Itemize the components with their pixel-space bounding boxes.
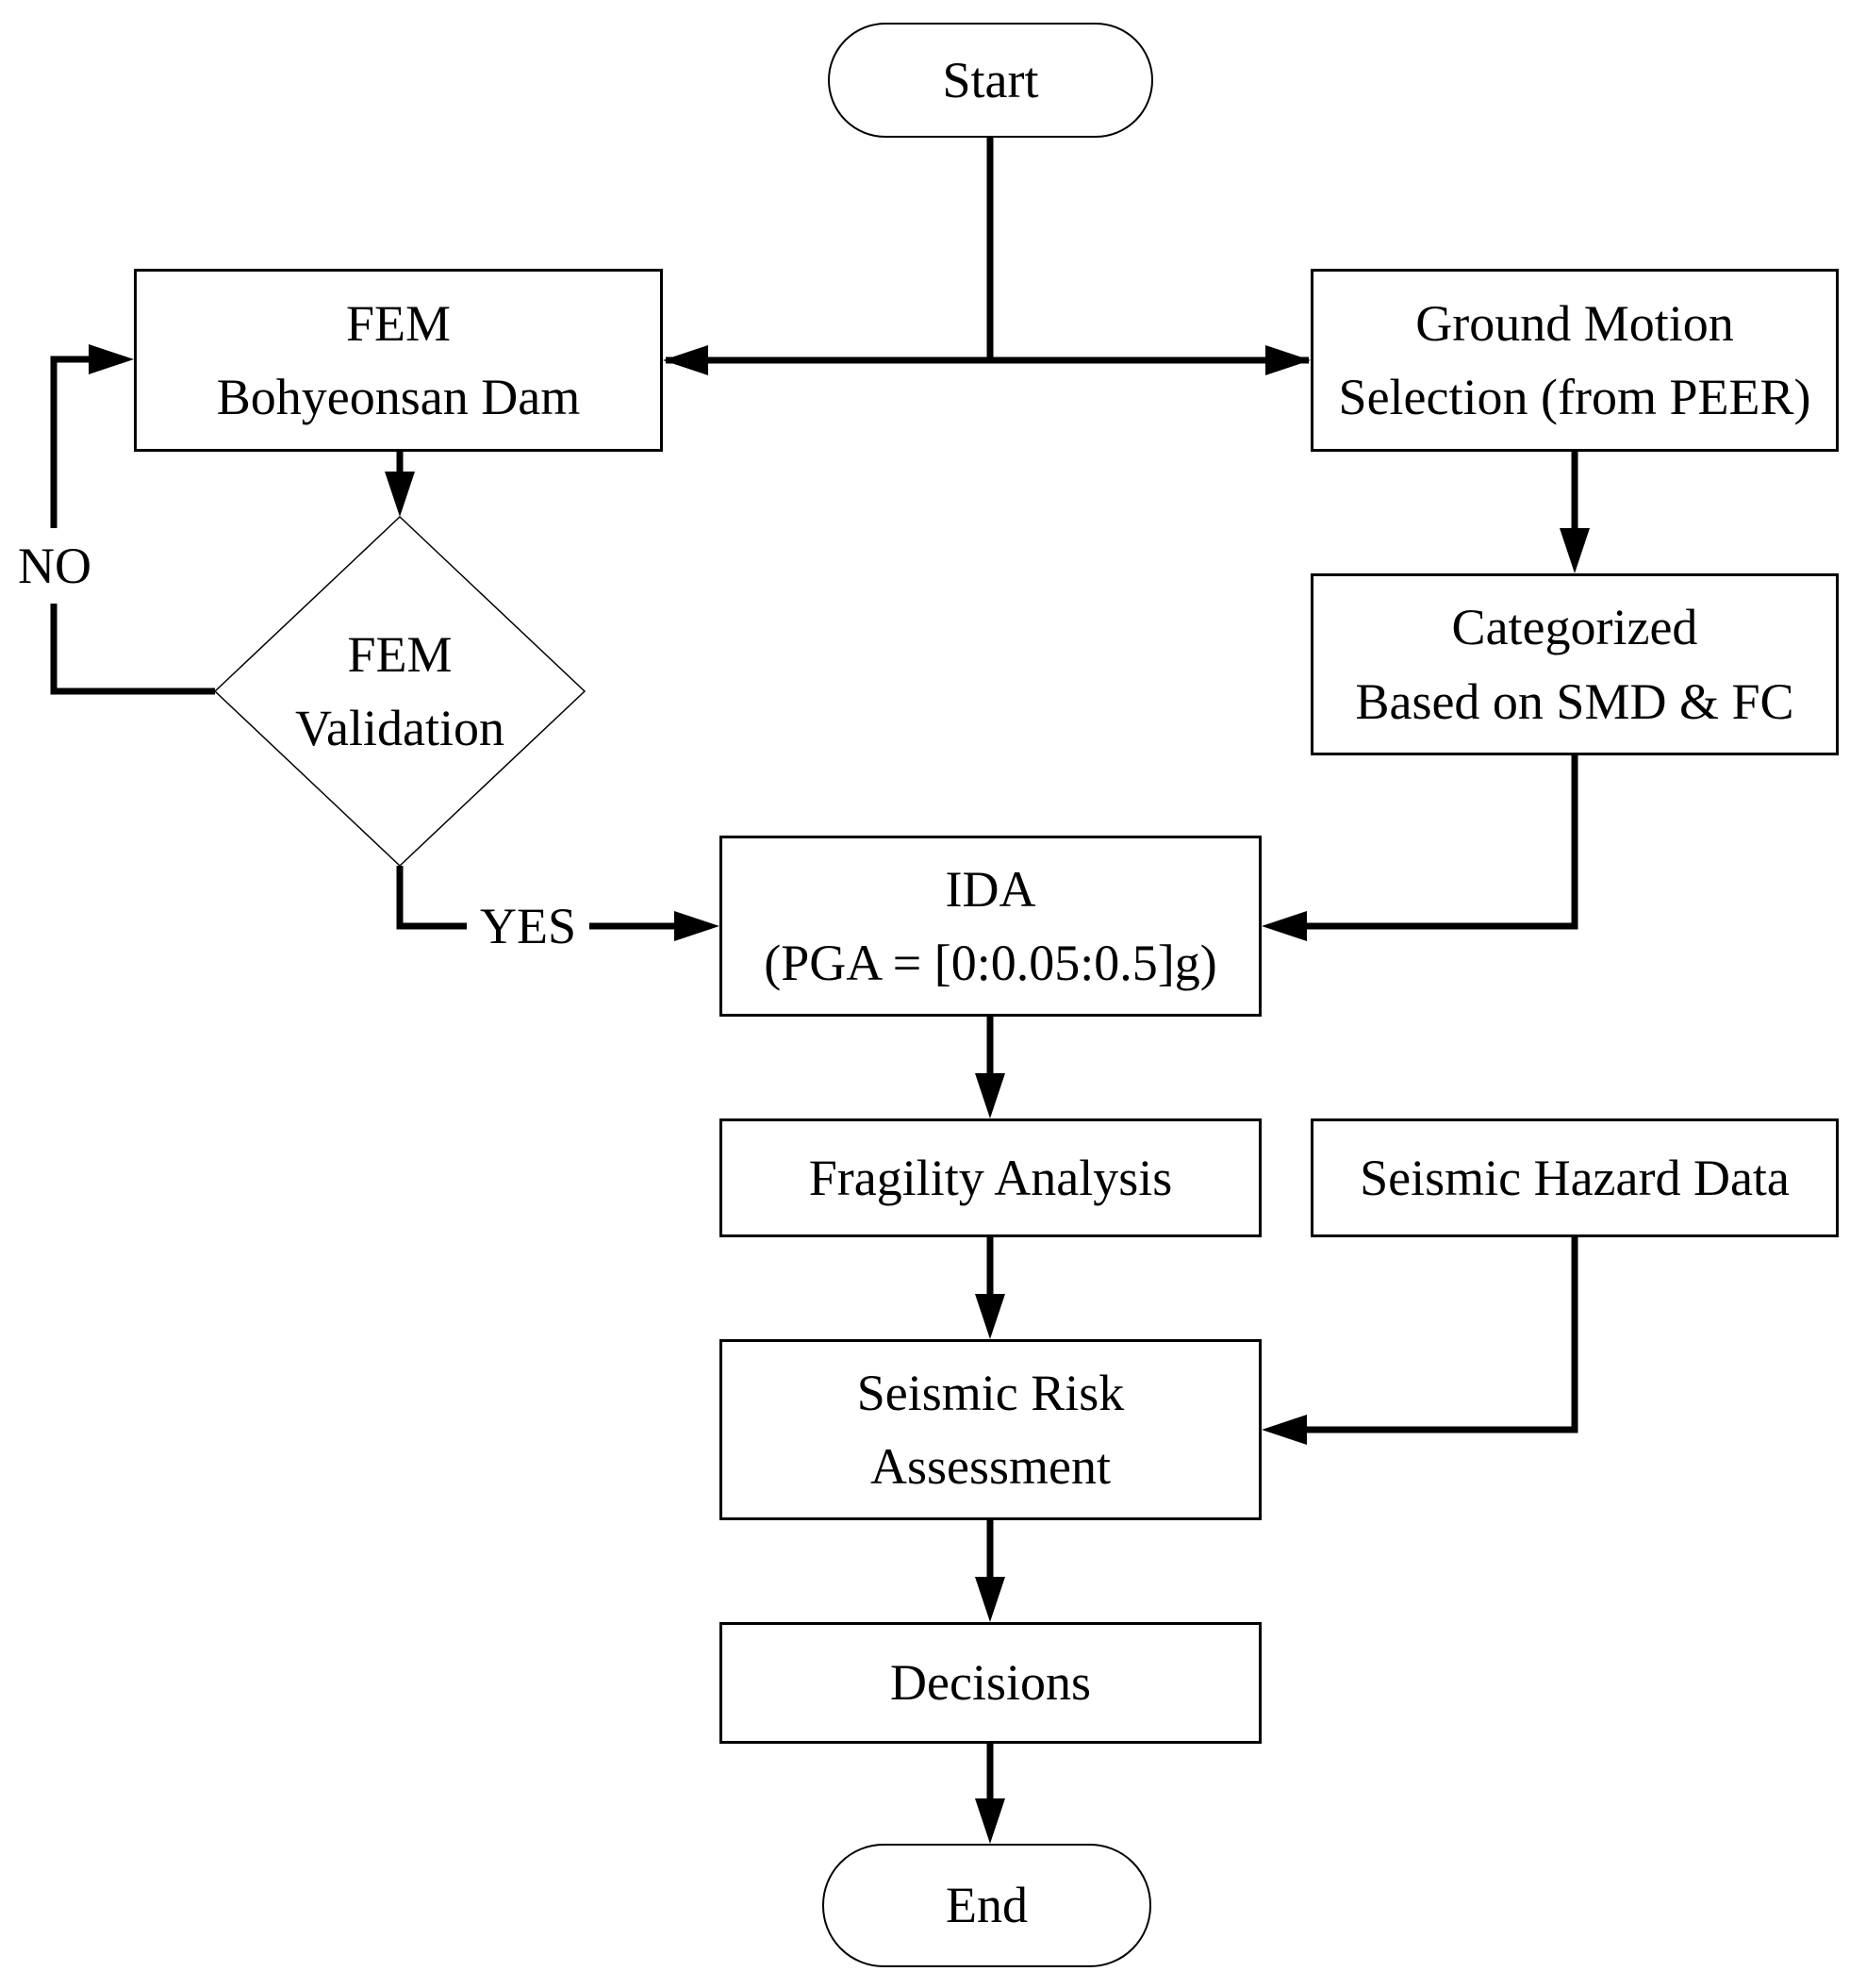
arrowhead-left-into-risk-icon bbox=[1262, 1415, 1307, 1445]
ida-line2: (PGA = [0:0.05:0.5]g) bbox=[764, 935, 1217, 991]
ground-motion-line2: Selection (from PEER) bbox=[1338, 369, 1811, 425]
end-label: End bbox=[946, 1877, 1028, 1934]
seismic-hazard-label: Seismic Hazard Data bbox=[1360, 1149, 1790, 1206]
arrowhead-down-into-categorized-icon bbox=[1560, 528, 1590, 573]
categorized-line1: Categorized bbox=[1451, 599, 1698, 656]
decisions-label: Decisions bbox=[890, 1654, 1091, 1712]
no-label-text: NO bbox=[18, 538, 91, 594]
arrowhead-down-into-decisions-icon bbox=[975, 1577, 1005, 1622]
edge-categorized-to-ida bbox=[1305, 755, 1578, 930]
edge-hazard-to-risk bbox=[1305, 1237, 1578, 1433]
arrowhead-right-yes-into-ida-icon bbox=[674, 911, 719, 941]
fragility-label: Fragility Analysis bbox=[808, 1149, 1173, 1206]
ida-box: IDA (PGA = [0:0.05:0.5]g) bbox=[719, 836, 1262, 1017]
ground-motion-selection-box: Ground Motion Selection (from PEER) bbox=[1311, 269, 1839, 452]
arrowhead-left-into-femdam-icon bbox=[663, 345, 708, 375]
decisions-box: Decisions bbox=[719, 1622, 1262, 1744]
fem-validation-line1: FEM bbox=[347, 625, 453, 683]
start-label: Start bbox=[942, 51, 1039, 108]
arrowhead-down-into-end-icon bbox=[975, 1798, 1005, 1844]
arrowhead-down-into-fragility-icon bbox=[975, 1073, 1005, 1118]
fem-bohyeonsan-dam-box: FEM Bohyeonsan Dam bbox=[134, 269, 663, 452]
fem-dam-line2: Bohyeonsan Dam bbox=[216, 369, 581, 425]
no-edge-label: NO bbox=[9, 528, 100, 604]
arrowhead-down-into-validation-icon bbox=[385, 472, 415, 517]
risk-assessment-line1: Seismic Risk bbox=[856, 1364, 1125, 1421]
arrowhead-right-into-groundmotion-icon bbox=[1265, 345, 1311, 375]
risk-assessment-line2: Assessment bbox=[870, 1438, 1111, 1495]
decision-diamond-shape bbox=[213, 515, 586, 868]
end-terminator: End bbox=[822, 1844, 1151, 1967]
categorized-line2: Based on SMD & FC bbox=[1355, 672, 1794, 730]
yes-label-text: YES bbox=[479, 898, 576, 954]
fem-validation-decision: FEM Validation bbox=[230, 604, 570, 779]
fem-dam-line1: FEM bbox=[345, 294, 452, 352]
arrowhead-down-into-risk-icon bbox=[975, 1294, 1005, 1339]
edge-validation-no-loop bbox=[50, 356, 215, 695]
arrowhead-right-no-into-femdam-icon bbox=[89, 344, 134, 374]
ida-line1: IDA bbox=[945, 860, 1036, 918]
seismic-hazard-data-box: Seismic Hazard Data bbox=[1311, 1118, 1839, 1237]
fragility-analysis-box: Fragility Analysis bbox=[719, 1118, 1262, 1237]
start-terminator: Start bbox=[828, 23, 1153, 138]
arrowhead-left-into-ida-icon bbox=[1262, 911, 1307, 941]
categorized-box: Categorized Based on SMD & FC bbox=[1311, 573, 1839, 755]
fem-validation-line2: Validation bbox=[295, 700, 504, 756]
yes-edge-label: YES bbox=[467, 888, 589, 964]
seismic-risk-assessment-box: Seismic Risk Assessment bbox=[719, 1339, 1262, 1520]
edge-start-branch bbox=[666, 138, 1309, 364]
ground-motion-line1: Ground Motion bbox=[1415, 294, 1734, 352]
